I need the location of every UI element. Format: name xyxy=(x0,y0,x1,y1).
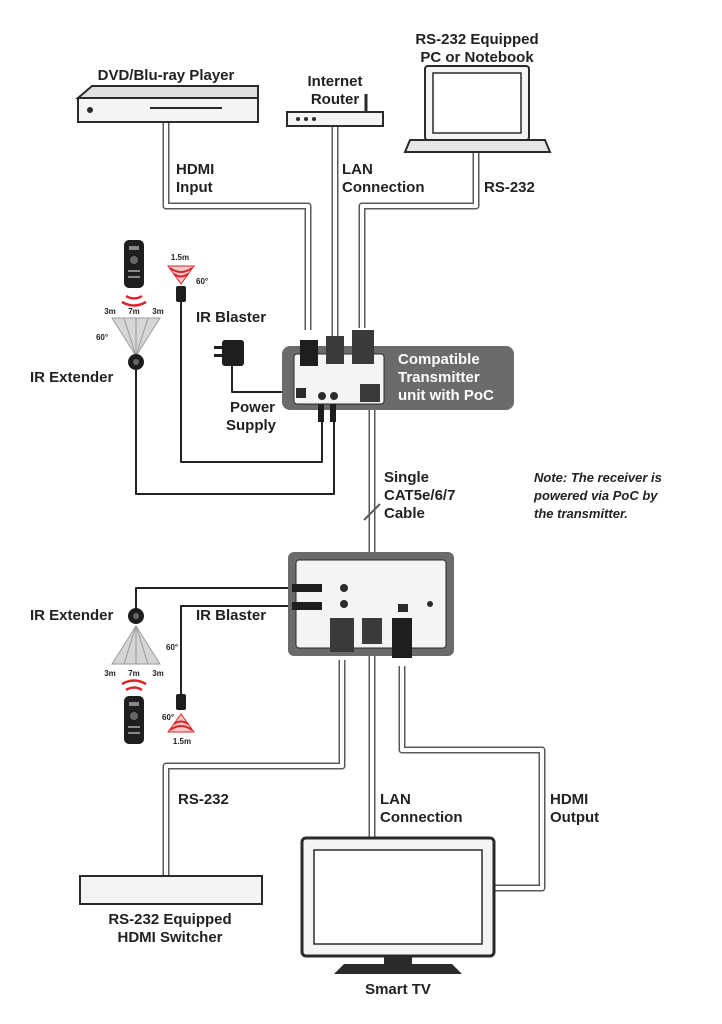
label-pc-line2: PC or Notebook xyxy=(420,49,534,66)
ir-extender-sensor-icon xyxy=(128,354,144,370)
label-transmitter-line1: Compatible xyxy=(398,351,480,368)
label-pc-line1: RS-232 Equipped xyxy=(415,31,538,48)
label-blaster-top-dist: 1.5m xyxy=(171,253,189,262)
label-ir-extender-bottom: IR Extender xyxy=(30,607,114,624)
label-ext-bottom-mid: 7m xyxy=(128,669,140,678)
label-cable-line3: Cable xyxy=(384,505,425,522)
label-ext-bottom-right: 3m xyxy=(152,669,164,678)
label-transmitter-line2: Transmitter xyxy=(398,369,480,386)
smart-tv xyxy=(300,836,496,974)
ir-extender-range-top xyxy=(111,317,161,357)
label-ext-top-left: 3m xyxy=(104,307,116,316)
laptop xyxy=(403,65,552,153)
wire-ir-extender-top xyxy=(135,370,335,495)
label-hdmi-input-line1: HDMI xyxy=(176,161,214,178)
label-hdmi-input-line2: Input xyxy=(176,179,213,196)
ir-signal-icon xyxy=(121,294,147,307)
label-switcher-line2: HDMI Switcher xyxy=(117,929,222,946)
label-lan-bottom-line2: Connection xyxy=(380,809,463,826)
label-ir-blaster-top: IR Blaster xyxy=(196,309,266,326)
wire-ir-extender-bottom xyxy=(135,587,292,612)
receiver-unit xyxy=(288,552,454,658)
label-router-line1: Internet xyxy=(307,73,362,90)
label-switcher-line1: RS-232 Equipped xyxy=(108,911,231,928)
ir-extender-range-bottom xyxy=(111,625,161,665)
label-blaster-top-angle: 60° xyxy=(196,277,208,286)
internet-router xyxy=(286,94,384,127)
cable-hdmi-output xyxy=(398,666,546,892)
wire-ir-blaster-bottom xyxy=(180,605,292,694)
note-line2: powered via PoC by xyxy=(533,488,658,503)
label-ext-top-angle: 60° xyxy=(96,333,108,342)
label-ir-extender-top: IR Extender xyxy=(30,369,114,386)
label-cable-line1: Single xyxy=(384,469,429,486)
label-lan-top-line1: LAN xyxy=(342,161,373,178)
cable-rs232-top xyxy=(358,152,480,328)
remote-control-bottom-icon xyxy=(124,696,144,744)
ir-blaster-emitter-bottom-icon xyxy=(176,694,186,710)
hdmi-switcher xyxy=(79,875,263,905)
cable-rs232-bottom xyxy=(162,660,346,876)
cable-hdmi-input xyxy=(162,122,312,330)
label-router-line2: Router xyxy=(311,91,359,108)
ir-extender-sensor-bottom-icon xyxy=(128,608,144,624)
label-ext-top-mid: 7m xyxy=(128,307,140,316)
label-hdmi-output-line2: Output xyxy=(550,809,599,826)
label-hdmi-output-line1: HDMI xyxy=(550,791,588,808)
ir-blaster-emitter-icon xyxy=(176,286,186,302)
label-ext-bottom-angle: 60° xyxy=(166,643,178,652)
remote-control-icon xyxy=(124,240,144,288)
transmitter-unit xyxy=(282,330,514,422)
label-ext-top-right: 3m xyxy=(152,307,164,316)
ir-blaster-signal-bottom-icon xyxy=(167,713,195,733)
label-cable-line2: CAT5e/6/7 xyxy=(384,487,455,504)
ir-signal-bottom-icon xyxy=(121,679,147,692)
label-transmitter-line3: unit with PoC xyxy=(398,387,494,404)
label-power-line1: Power xyxy=(230,399,275,416)
label-dvd-player: DVD/Blu-ray Player xyxy=(98,67,235,84)
label-rs232-top: RS-232 xyxy=(484,179,535,196)
label-smart-tv: Smart TV xyxy=(365,981,431,998)
label-rs232-bottom: RS-232 xyxy=(178,791,229,808)
cable-cat5-main xyxy=(363,402,381,556)
note-line1: Note: The receiver is xyxy=(534,470,662,485)
label-lan-top-line2: Connection xyxy=(342,179,425,196)
ir-blaster-signal-icon xyxy=(167,265,195,285)
label-blaster-bottom-angle: 60° xyxy=(162,713,174,722)
label-ext-bottom-left: 3m xyxy=(104,669,116,678)
label-ir-blaster-bottom: IR Blaster xyxy=(196,607,266,624)
wire-power-supply xyxy=(231,366,298,393)
wire-ir-blaster-top xyxy=(180,300,323,463)
label-power-line2: Supply xyxy=(226,417,277,434)
note-line3: the transmitter. xyxy=(534,506,628,521)
dvd-player xyxy=(75,85,259,123)
label-lan-bottom-line1: LAN xyxy=(380,791,411,808)
power-adapter-icon xyxy=(214,340,244,366)
label-blaster-bottom-dist: 1.5m xyxy=(173,737,191,746)
